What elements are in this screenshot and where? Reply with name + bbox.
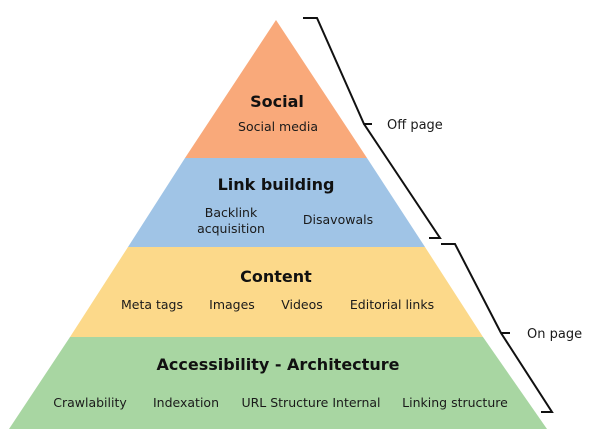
tier-content-shape	[70, 247, 483, 337]
tier-accessibility-shape	[9, 337, 547, 429]
tier-content-item-meta-tags: Meta tags	[121, 297, 183, 312]
tier-link-building-item-backlink-line2: acquisition	[197, 221, 265, 236]
tier-accessibility-item-crawlability: Crawlability	[53, 395, 127, 410]
tier-content-item-videos: Videos	[281, 297, 323, 312]
on-page-bracket	[441, 243, 554, 413]
tier-link-building-title: Link building	[218, 175, 335, 194]
tier-social-item: Social media	[238, 119, 318, 134]
tier-content-item-editorial-links: Editorial links	[350, 297, 434, 312]
tier-accessibility-item-linking-structure: Linking structure	[402, 395, 508, 410]
tier-accessibility-title: Accessibility - Architecture	[157, 355, 400, 374]
on-page-label: On page	[527, 327, 582, 342]
tier-link-building-item-backlink-line1: Backlink	[205, 205, 258, 220]
tier-accessibility-item-indexation: Indexation	[153, 395, 219, 410]
tier-accessibility-item-url-structure: URL Structure Internal	[241, 395, 380, 410]
tier-social-title: Social	[250, 92, 304, 111]
tier-content-title: Content	[240, 267, 312, 286]
tier-link-building-shape	[128, 158, 425, 247]
tier-social-shape	[185, 20, 367, 158]
off-page-bracket	[303, 17, 442, 239]
off-page-label: Off page	[387, 118, 443, 133]
tier-content-item-images: Images	[209, 297, 255, 312]
tier-link-building-item-disavowals: Disavowals	[303, 212, 373, 227]
